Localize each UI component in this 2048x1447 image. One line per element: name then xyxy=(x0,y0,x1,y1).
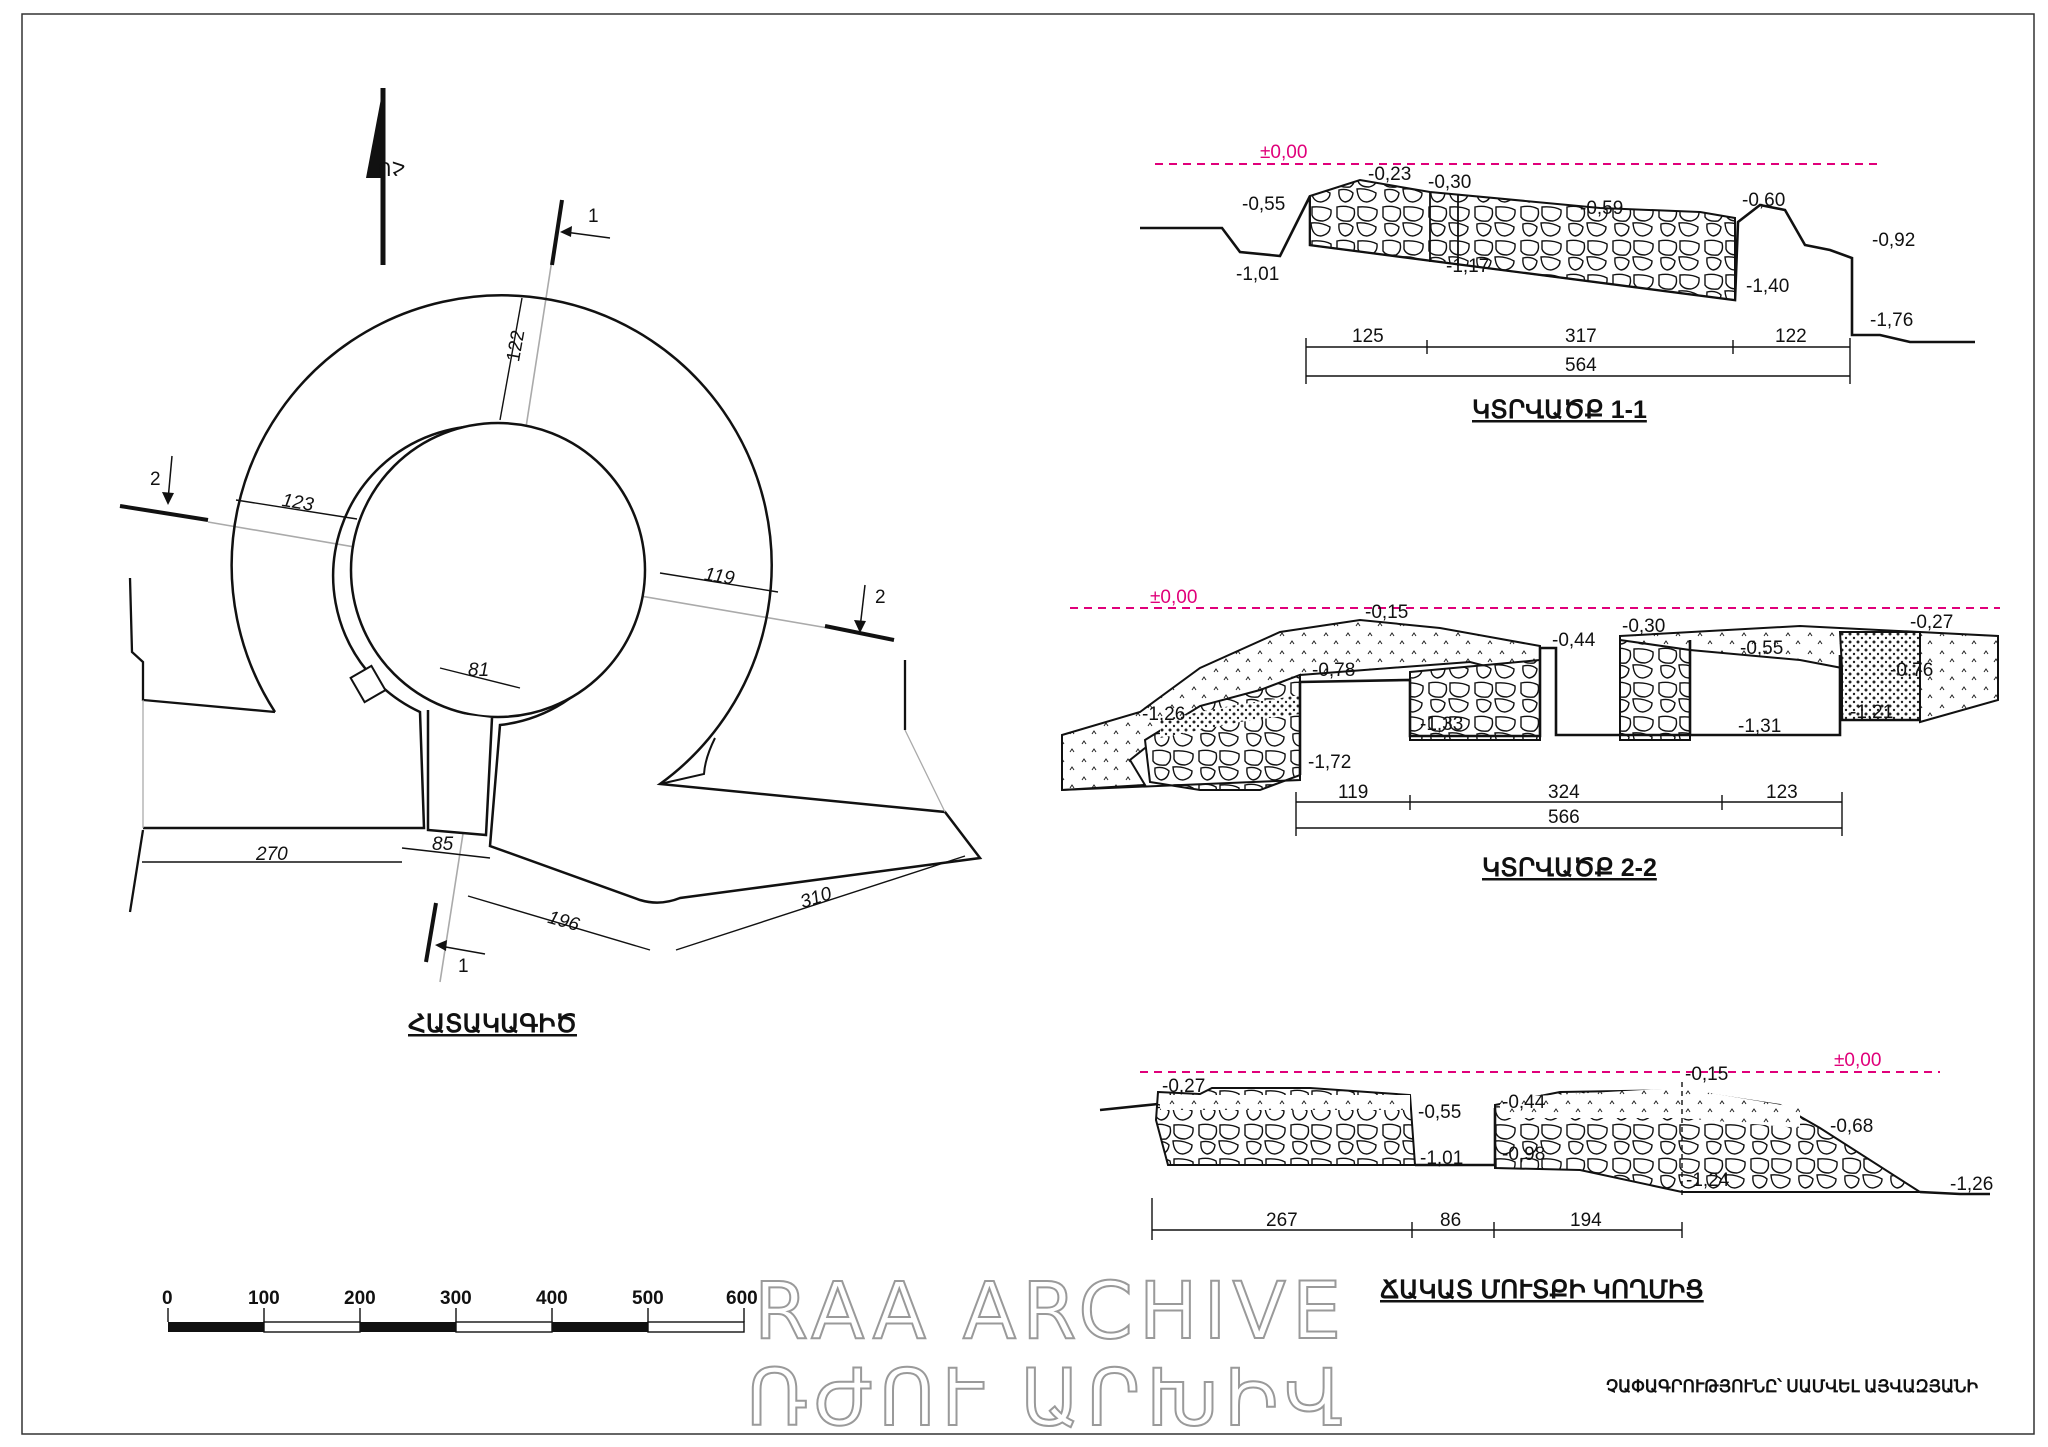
section-2-2: ±0,00 -0,15 -0,44 -0,30 -0,55 -0,27 -0,7… xyxy=(1061,587,2000,882)
level-label: -1,26 xyxy=(1142,704,1185,725)
scale-tick-label: 500 xyxy=(632,1288,664,1309)
ground-profile xyxy=(1140,195,1975,344)
level-label: -0,27 xyxy=(1910,612,1953,633)
plan-dim: 81 xyxy=(468,660,489,681)
inner-cell xyxy=(349,421,647,719)
cut-marker-1-top: 1 xyxy=(550,199,611,266)
level-label: -0,55 xyxy=(1418,1102,1461,1123)
plan-dim: 85 xyxy=(432,834,454,855)
scale-tick-label: 400 xyxy=(536,1288,568,1309)
plan-view: ՀՍ 1 1 xyxy=(119,88,983,1038)
datum-label: ±0,00 xyxy=(1150,587,1197,608)
dim-value: 267 xyxy=(1266,1210,1298,1231)
datum-label: ±0,00 xyxy=(1260,142,1307,163)
plan-title: ՀԱՏԱԿԱԳԻԾ xyxy=(408,1010,577,1038)
watermark: RAA ARCHIVE ՌԺՈՒ ԱՐԽԻՎ xyxy=(745,1266,1349,1445)
level-label: -1,31 xyxy=(1738,716,1781,737)
level-label: -1,21 xyxy=(1850,702,1893,723)
cut-marker-2-left: 2 xyxy=(119,455,209,522)
level-label: -1,72 xyxy=(1308,752,1351,773)
plan-dim: 270 xyxy=(255,844,288,865)
cut-mark-label: 1 xyxy=(588,206,599,227)
ground-profile xyxy=(1298,640,1920,775)
dim-value: 564 xyxy=(1565,355,1597,376)
plan-dim: 119 xyxy=(703,564,737,590)
scale-tick-label: 200 xyxy=(344,1288,376,1309)
level-label: -0,55 xyxy=(1740,638,1783,659)
scale-tick-label: 600 xyxy=(726,1288,758,1309)
level-label: -0,44 xyxy=(1552,630,1596,651)
datum-label: ±0,00 xyxy=(1834,1050,1881,1071)
dim-value: 324 xyxy=(1548,782,1580,803)
level-label: -0,44 xyxy=(1502,1092,1546,1113)
scale-bar: 0 100 200 300 400 500 600 xyxy=(162,1288,758,1333)
sheet-frame xyxy=(21,13,2035,1435)
plan-dim: 123 xyxy=(280,490,315,516)
watermark-line-1: RAA ARCHIVE xyxy=(754,1267,1347,1357)
section-1-title: ԿՏՐՎԱԾՔ 1-1 xyxy=(1472,396,1647,424)
outer-wall xyxy=(143,294,983,904)
level-label: -1,01 xyxy=(1420,1148,1463,1169)
watermark-line-2: ՌԺՈՒ ԱՐԽԻՎ xyxy=(746,1354,1349,1444)
dim-value: 86 xyxy=(1440,1210,1461,1231)
plan-dim: 310 xyxy=(798,883,835,913)
cut-marker-1-bottom: 1 xyxy=(424,902,486,977)
ground-profile xyxy=(1099,1102,1990,1196)
scale-tick-label: 300 xyxy=(440,1288,472,1309)
level-label: -1,26 xyxy=(1950,1174,1993,1195)
dim-value: 122 xyxy=(1775,326,1807,347)
section-1-1: ±0,00 -0,23 -0,30 -0,55 -0,59 -0,60 -0,9… xyxy=(1140,142,1975,424)
soil-layer xyxy=(1061,618,1541,792)
cut-mark-label: 1 xyxy=(458,956,469,977)
dim-value: 194 xyxy=(1570,1210,1602,1231)
level-label: -0,15 xyxy=(1685,1064,1728,1085)
level-label: -1,40 xyxy=(1746,276,1789,297)
level-label: -1,33 xyxy=(1420,714,1463,735)
level-label: -0,15 xyxy=(1365,602,1408,623)
level-label: -0,23 xyxy=(1368,164,1411,185)
level-label: -1,76 xyxy=(1870,310,1913,331)
cut-mark-label: 2 xyxy=(875,587,886,608)
level-label: -1,24 xyxy=(1686,1170,1730,1191)
dim-value: 125 xyxy=(1352,326,1384,347)
left-wing xyxy=(128,577,276,714)
entrance-corridor xyxy=(426,710,494,837)
level-label: -0,30 xyxy=(1622,616,1665,637)
level-label: -0,76 xyxy=(1890,660,1933,681)
level-label: -1,17 xyxy=(1446,256,1489,277)
scale-tick-label: 0 xyxy=(162,1288,173,1309)
plan-dim: 122 xyxy=(503,329,529,364)
level-label: -0,30 xyxy=(1428,172,1471,193)
level-label: -0,78 xyxy=(1312,660,1355,681)
level-label: -0,59 xyxy=(1580,198,1623,219)
niche xyxy=(349,664,387,704)
masonry-fill xyxy=(1309,178,1736,302)
north-label: ՀՍ xyxy=(377,157,405,178)
cut-marker-2-right: 2 xyxy=(824,584,895,642)
dim-value: 566 xyxy=(1548,807,1580,828)
credit-text: ՉԱՓԱԳՐՈՒԹՅՈՒՆԸ՝ ՍԱՄՎԵԼ ԱՅՎԱԶՅԱՆԻ xyxy=(1606,1377,1978,1396)
north-arrow-icon: ՀՍ xyxy=(366,88,405,265)
level-label: -0,68 xyxy=(1830,1116,1873,1137)
level-label: -0,60 xyxy=(1742,190,1785,211)
scale-tick-label: 100 xyxy=(248,1288,280,1309)
level-label: -0,27 xyxy=(1162,1076,1205,1097)
dim-value: 317 xyxy=(1565,326,1597,347)
section-2-title: ԿՏՐՎԱԾՔ 2-2 xyxy=(1482,854,1657,882)
dim-value: 119 xyxy=(1338,782,1368,803)
cut-mark-label: 2 xyxy=(150,469,161,490)
plan-dim: 196 xyxy=(545,907,582,936)
facade-view: ±0,00 -0,27 -0,55 -0,44 -0,15 -0,68 -1,0… xyxy=(1099,1050,1993,1304)
facade-title: ՃԱԿԱՏ ՄՈՒՏՔԻ ԿՈՂՄԻՑ xyxy=(1380,1276,1704,1304)
level-label: -0,92 xyxy=(1872,230,1915,251)
level-label: -0,98 xyxy=(1502,1144,1545,1165)
dim-value: 123 xyxy=(1766,782,1798,803)
level-label: -1,01 xyxy=(1236,264,1279,285)
level-label: -0,55 xyxy=(1242,194,1285,215)
